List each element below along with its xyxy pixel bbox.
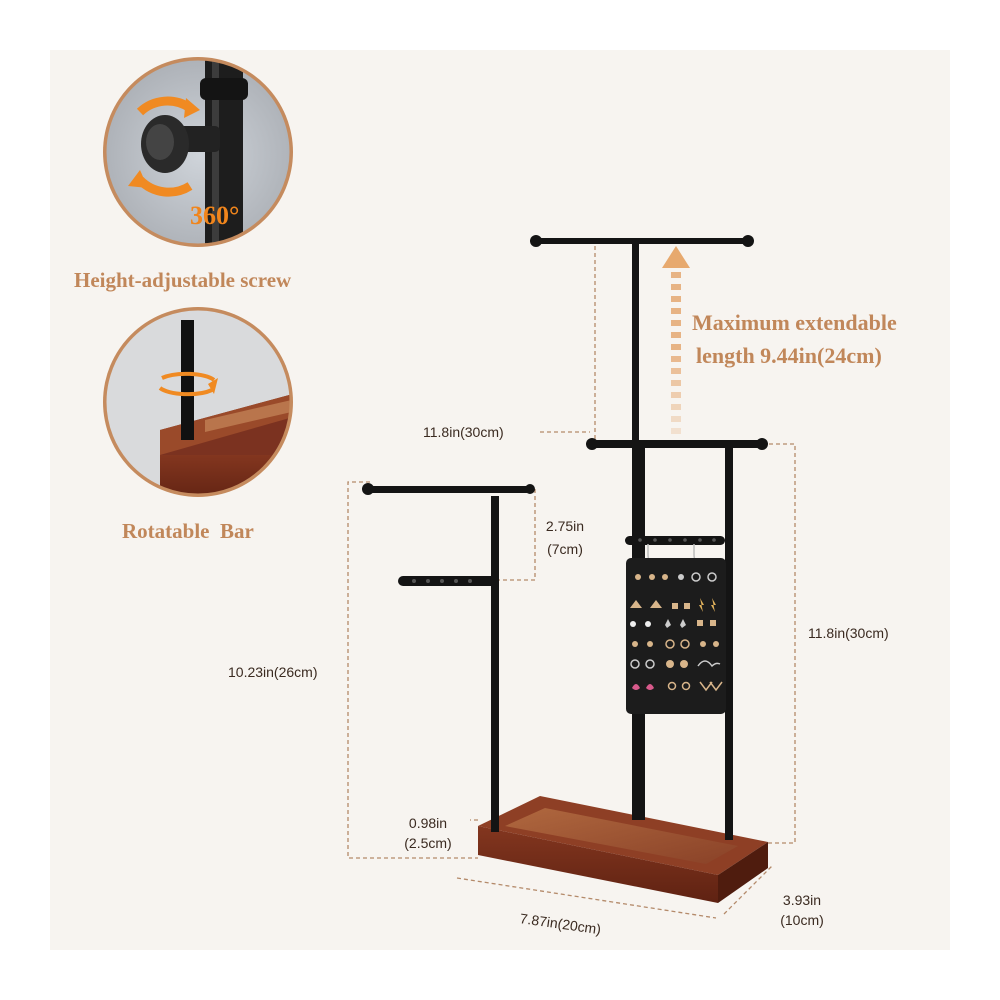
extend-line-1: Maximum extendable: [692, 310, 897, 335]
extension-arrow: [662, 246, 690, 434]
dim-depth-cm: (10cm): [780, 912, 824, 928]
dim-small-gap-cm: (7cm): [547, 541, 583, 557]
screw-detail-photo: [103, 57, 293, 247]
rotate-arrow-icon: [136, 96, 193, 116]
dim-base-height-cm: (2.5cm): [404, 835, 452, 851]
jewelry-stand-photo: [362, 235, 768, 903]
dim-small-gap-in: 2.75in: [545, 518, 585, 534]
dim-left-height: 10.23in(26cm): [228, 664, 318, 680]
earrings: [630, 572, 723, 692]
dim-depth-in: 3.93in: [782, 892, 822, 908]
bar-label: Rotatable Bar: [122, 519, 254, 543]
screw-label: Height-adjustable screw: [74, 268, 292, 292]
dim-base-height-in: 0.98in: [408, 815, 448, 831]
rotation-badge: 360°: [190, 201, 239, 230]
dim-upper-gap: 11.8in(30cm): [423, 424, 504, 440]
dim-right-height: 11.8in(30cm): [808, 625, 889, 641]
extend-line-2: length 9.44in(24cm): [696, 343, 882, 368]
